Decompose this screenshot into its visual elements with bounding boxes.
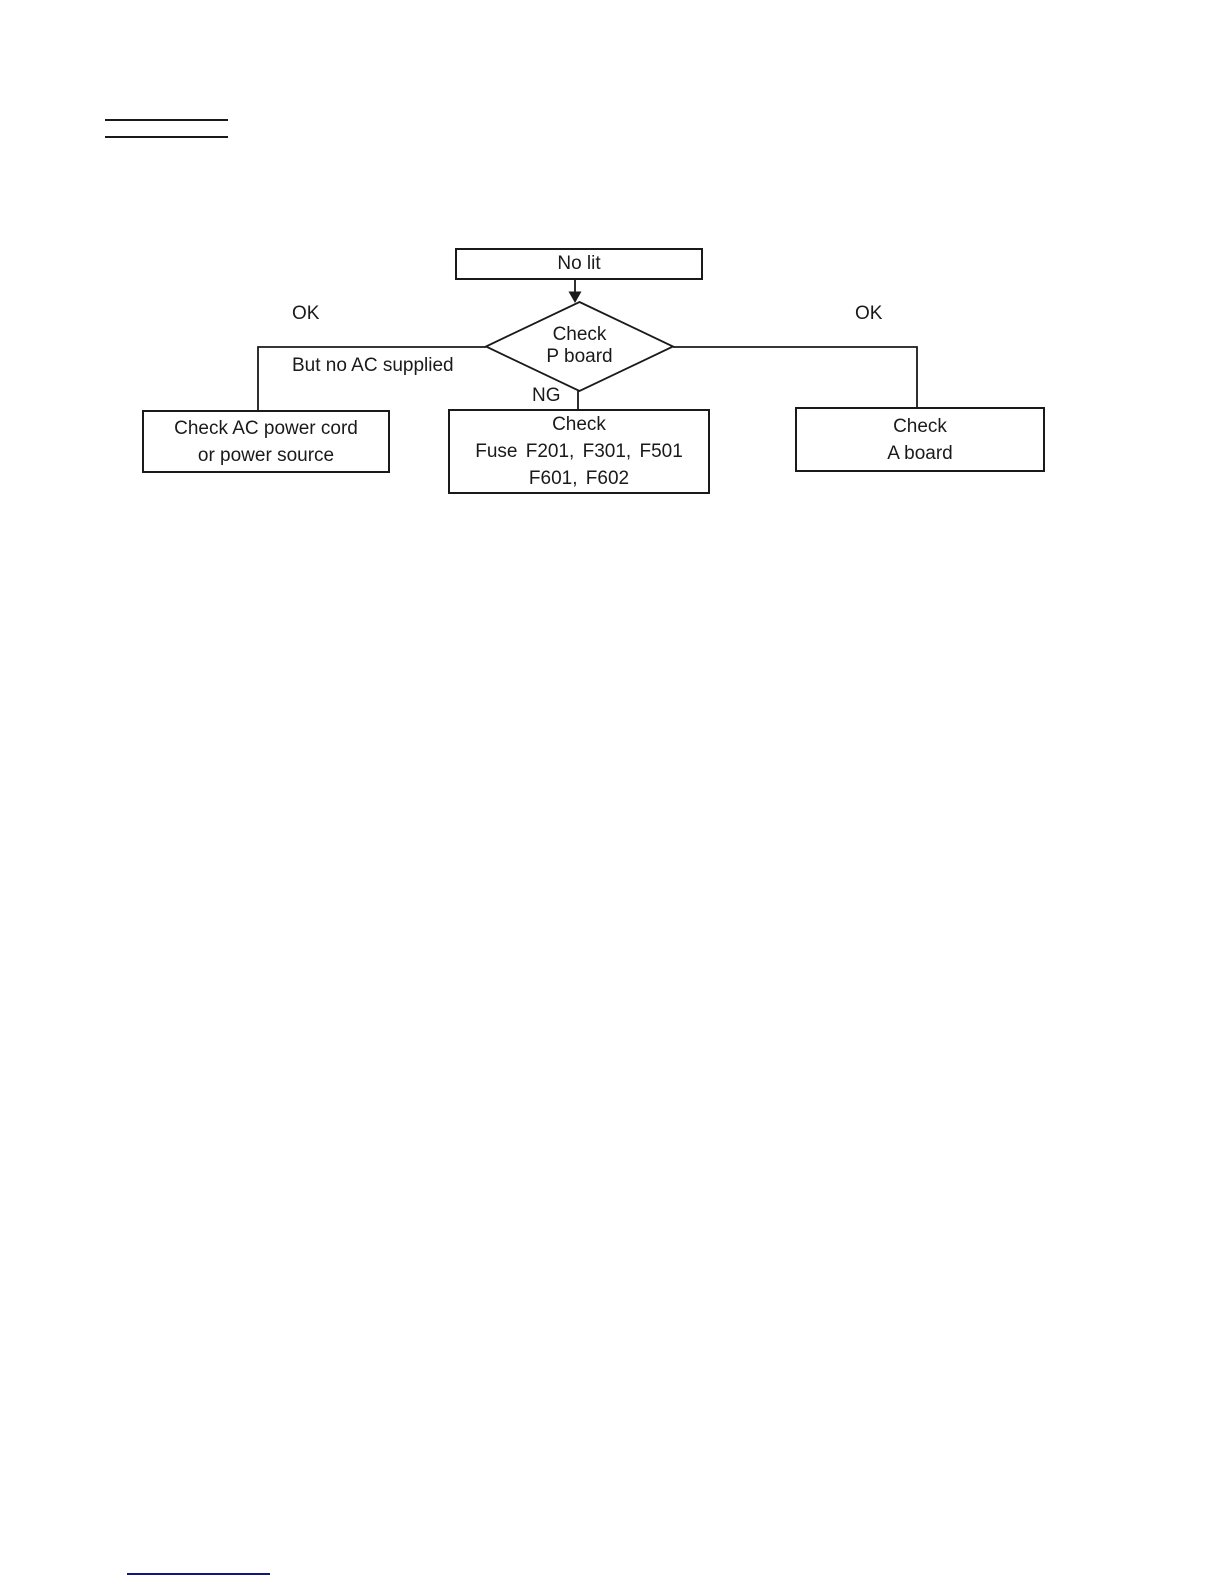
edge-label-ok-left: OK [292, 303, 320, 324]
decision-label-line1: Check [552, 324, 607, 345]
top-rule [105, 136, 228, 138]
decision-label-check-p-board: Check P board [509, 324, 650, 368]
decision-diamond-shape [483, 301, 676, 392]
decision-label-line2: P board [546, 346, 613, 367]
start-box-label: No lit [557, 253, 601, 274]
outcome-right-line1: Check [893, 415, 947, 437]
start-box-no-lit: No lit [455, 248, 703, 280]
outcome-box-check-a-board: Check A board [795, 407, 1045, 472]
outcome-middle-line3: F601, F602 [528, 468, 630, 489]
outcome-box-check-ac-power-cord: Check AC power cord or power source [142, 410, 390, 473]
connector-arrowhead-down-icon [568, 291, 582, 303]
outcome-left-line2: or power source [197, 444, 335, 466]
outcome-right-line2: A board [887, 442, 953, 464]
top-rule [105, 119, 228, 121]
outcome-left-line1: Check AC power cord [174, 417, 358, 439]
outcome-box-check-fuses: Check Fuse F201, F301, F501 F601, F602 [448, 409, 710, 494]
edge-label-ok-right: OK [855, 303, 883, 324]
footer-rule [127, 1573, 270, 1575]
outcome-middle-line2: Fuse F201, F301, F501 [475, 441, 683, 462]
edge-label-but-no-ac-supplied: But no AC supplied [292, 355, 454, 376]
connector-decision-to-left-box [257, 346, 486, 410]
outcome-middle-line1: Check [552, 414, 606, 435]
connector-decision-to-right-box [673, 346, 918, 407]
edge-label-ng: NG [532, 385, 561, 406]
